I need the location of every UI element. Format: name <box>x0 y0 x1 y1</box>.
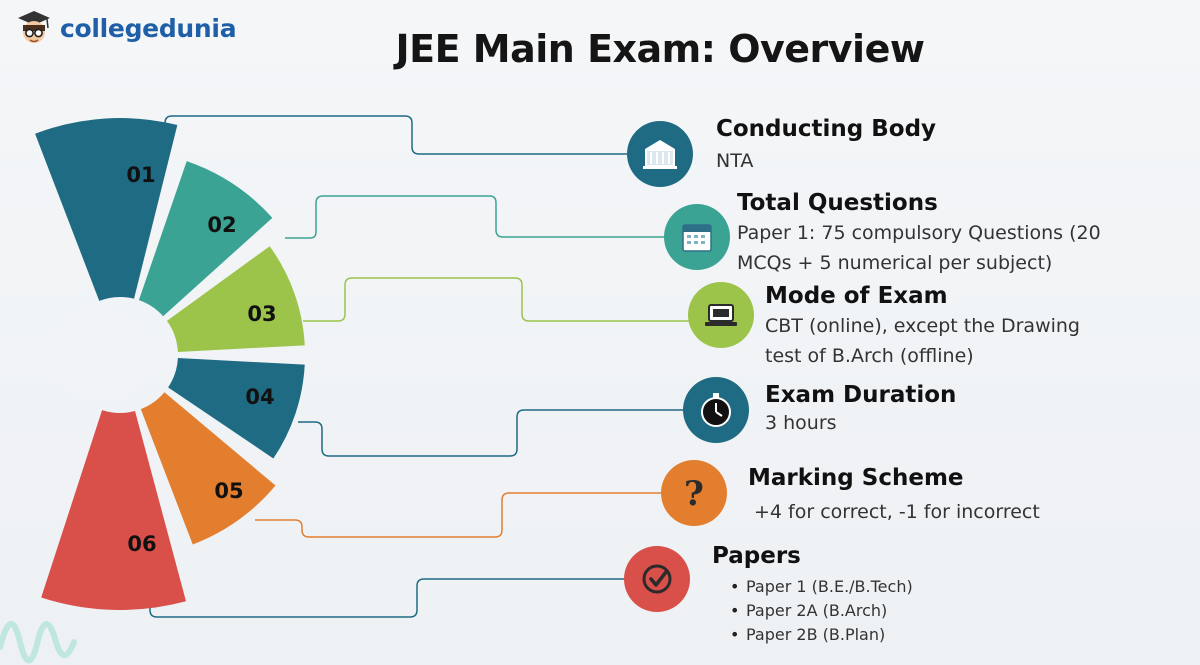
item-line: CBT (online), except the Drawing <box>765 315 1080 337</box>
connector-05 <box>255 492 662 538</box>
list-item: Paper 1 (B.E./B.Tech) <box>726 575 913 599</box>
item-line: 3 hours <box>765 412 837 434</box>
item-line: Paper 1: 75 compulsory Questions (20 <box>737 222 1101 244</box>
item-heading: Marking Scheme <box>748 465 964 491</box>
brand-name: collegedunia <box>60 13 237 43</box>
papers-list: Paper 1 (B.E./B.Tech) Paper 2A (B.Arch) … <box>726 575 913 647</box>
calendar-icon <box>682 224 712 252</box>
svg-text:?: ? <box>684 474 704 514</box>
item-line: MCQs + 5 numerical per subject) <box>737 252 1053 274</box>
connector-03 <box>303 277 690 322</box>
item-line: test of B.Arch (offline) <box>765 345 974 367</box>
list-item: Paper 2A (B.Arch) <box>726 599 913 623</box>
checkmark-icon <box>642 564 672 594</box>
brand-logo: collegedunia <box>14 8 242 48</box>
segment-03 <box>166 246 305 352</box>
connector-04 <box>298 409 685 457</box>
item-line: NTA <box>716 150 754 172</box>
building-icon <box>643 140 677 169</box>
segment-06 <box>41 410 186 610</box>
connector-06 <box>149 578 625 618</box>
segment-02 <box>138 161 273 317</box>
segment-05 <box>140 392 276 545</box>
segment-label-05: 05 <box>214 479 243 503</box>
connector-02 <box>285 195 665 239</box>
icon-circle-6 <box>624 546 690 612</box>
item-total-questions: Total Questions Paper 1: 75 compulsory Q… <box>737 190 1101 278</box>
segment-label-03: 03 <box>247 302 276 326</box>
question-mark-icon: ? <box>684 474 704 514</box>
item-mode-of-exam: Mode of Exam CBT (online), except the Dr… <box>765 283 1080 371</box>
segment-label-01: 01 <box>126 163 155 187</box>
icon-circle-5 <box>661 460 727 526</box>
item-conducting-body: Conducting Body NTA <box>716 116 936 176</box>
item-papers: Papers Paper 1 (B.E./B.Tech) Paper 2A (B… <box>712 543 913 647</box>
connector-01 <box>164 115 628 155</box>
item-heading: Mode of Exam <box>765 283 948 309</box>
list-item: Paper 2B (B.Plan) <box>726 623 913 647</box>
center-hub <box>54 309 146 401</box>
segment-04 <box>168 358 305 459</box>
item-heading: Total Questions <box>737 190 938 216</box>
mascot-icon <box>18 11 50 43</box>
segment-label-04: 04 <box>245 385 274 409</box>
item-line: +4 for correct, -1 for incorrect <box>754 501 1040 523</box>
decorative-wave-icon <box>0 620 77 664</box>
item-heading: Conducting Body <box>716 116 937 142</box>
stopwatch-icon <box>701 393 731 427</box>
segment-label-02: 02 <box>207 213 236 237</box>
laptop-icon <box>705 304 737 326</box>
item-marking-scheme: Marking Scheme +4 for correct, -1 for in… <box>748 465 1040 527</box>
segment-label-06: 06 <box>127 532 156 556</box>
item-heading: Exam Duration <box>765 382 957 408</box>
segment-01 <box>35 117 178 301</box>
item-heading: Papers <box>712 543 801 569</box>
item-exam-duration: Exam Duration 3 hours <box>765 382 956 438</box>
page-title: JEE Main Exam: Overview <box>395 27 925 71</box>
